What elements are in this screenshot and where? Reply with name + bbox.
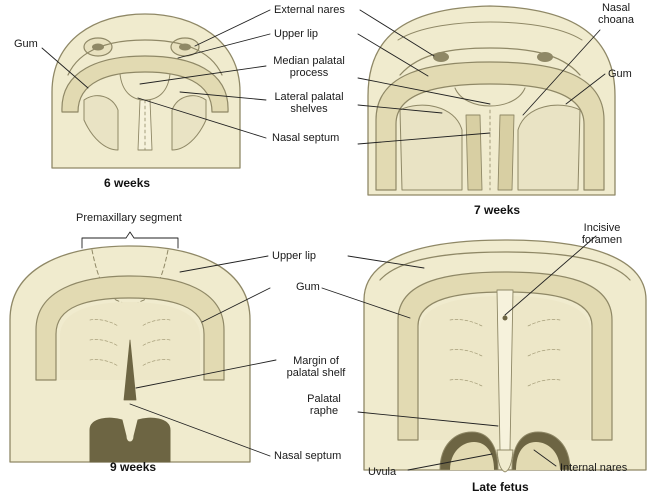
upper-lip: [399, 47, 581, 76]
caption-late-fetus: Late fetus: [472, 480, 529, 494]
gum-arch: [375, 61, 605, 191]
label-external-nares: External nares: [274, 4, 345, 16]
label-palatal-raphe: Palatal raphe: [307, 393, 341, 417]
leader-lines: [41, 9, 606, 471]
nasal-choana: [465, 114, 483, 191]
panel-9-weeks: [9, 245, 251, 463]
label-gum-9w: Gum: [296, 281, 320, 293]
gum-arch: [397, 271, 613, 441]
label-median-palatal-process: Median palatal process: [273, 55, 345, 79]
palatal-shelf-cleft: [123, 339, 137, 401]
palatal-raphe: [496, 289, 514, 451]
gum-arch: [35, 275, 225, 381]
label-upper-lip-9w: Upper lip: [272, 250, 317, 262]
nasal-septum: [89, 417, 171, 463]
label-gum-6w: Gum: [14, 38, 38, 50]
panel-7-weeks: [367, 5, 616, 196]
label-margin-palatal-shelf: Margin of palatal shelf: [286, 355, 346, 379]
upper-lip: [67, 39, 223, 76]
lateral-palatal-shelf-right: [171, 95, 207, 151]
gum-arch: [61, 55, 229, 113]
lateral-palatal-shelf-left: [399, 104, 463, 191]
label-gum-7w: Gum: [608, 68, 632, 80]
panel-late-fetus: [363, 239, 647, 473]
upper-lip: [379, 251, 631, 281]
median-palatal-process: [454, 87, 526, 107]
external-naris-right: [537, 52, 553, 62]
label-premaxillary-segment: Premaxillary segment: [76, 212, 182, 224]
uvula: [496, 449, 514, 473]
label-internal-nares: Internal nares: [560, 462, 628, 474]
caption-9-weeks: 9 weeks: [110, 460, 157, 474]
label-lateral-palatal-shelves: Lateral palatal shelves: [274, 91, 344, 115]
panel-6-weeks: [51, 13, 241, 169]
label-nasal-septum-9w: Nasal septum: [274, 450, 342, 462]
label-incisive-foramen: Incisive foramen: [581, 222, 623, 246]
caption-7-weeks: 7 weeks: [474, 203, 521, 217]
lateral-palatal-shelf-left: [83, 95, 119, 151]
external-naris-left: [433, 52, 449, 62]
incisive-foramen: [502, 315, 508, 321]
label-nasal-choana: Nasal choana: [597, 2, 635, 26]
lateral-palatal-shelf-right: [517, 104, 581, 191]
caption-6-weeks: 6 weeks: [104, 176, 151, 190]
label-nasal-septum-6w: Nasal septum: [272, 132, 340, 144]
label-upper-lip-6w: Upper lip: [274, 28, 319, 40]
label-uvula: Uvula: [368, 466, 397, 478]
